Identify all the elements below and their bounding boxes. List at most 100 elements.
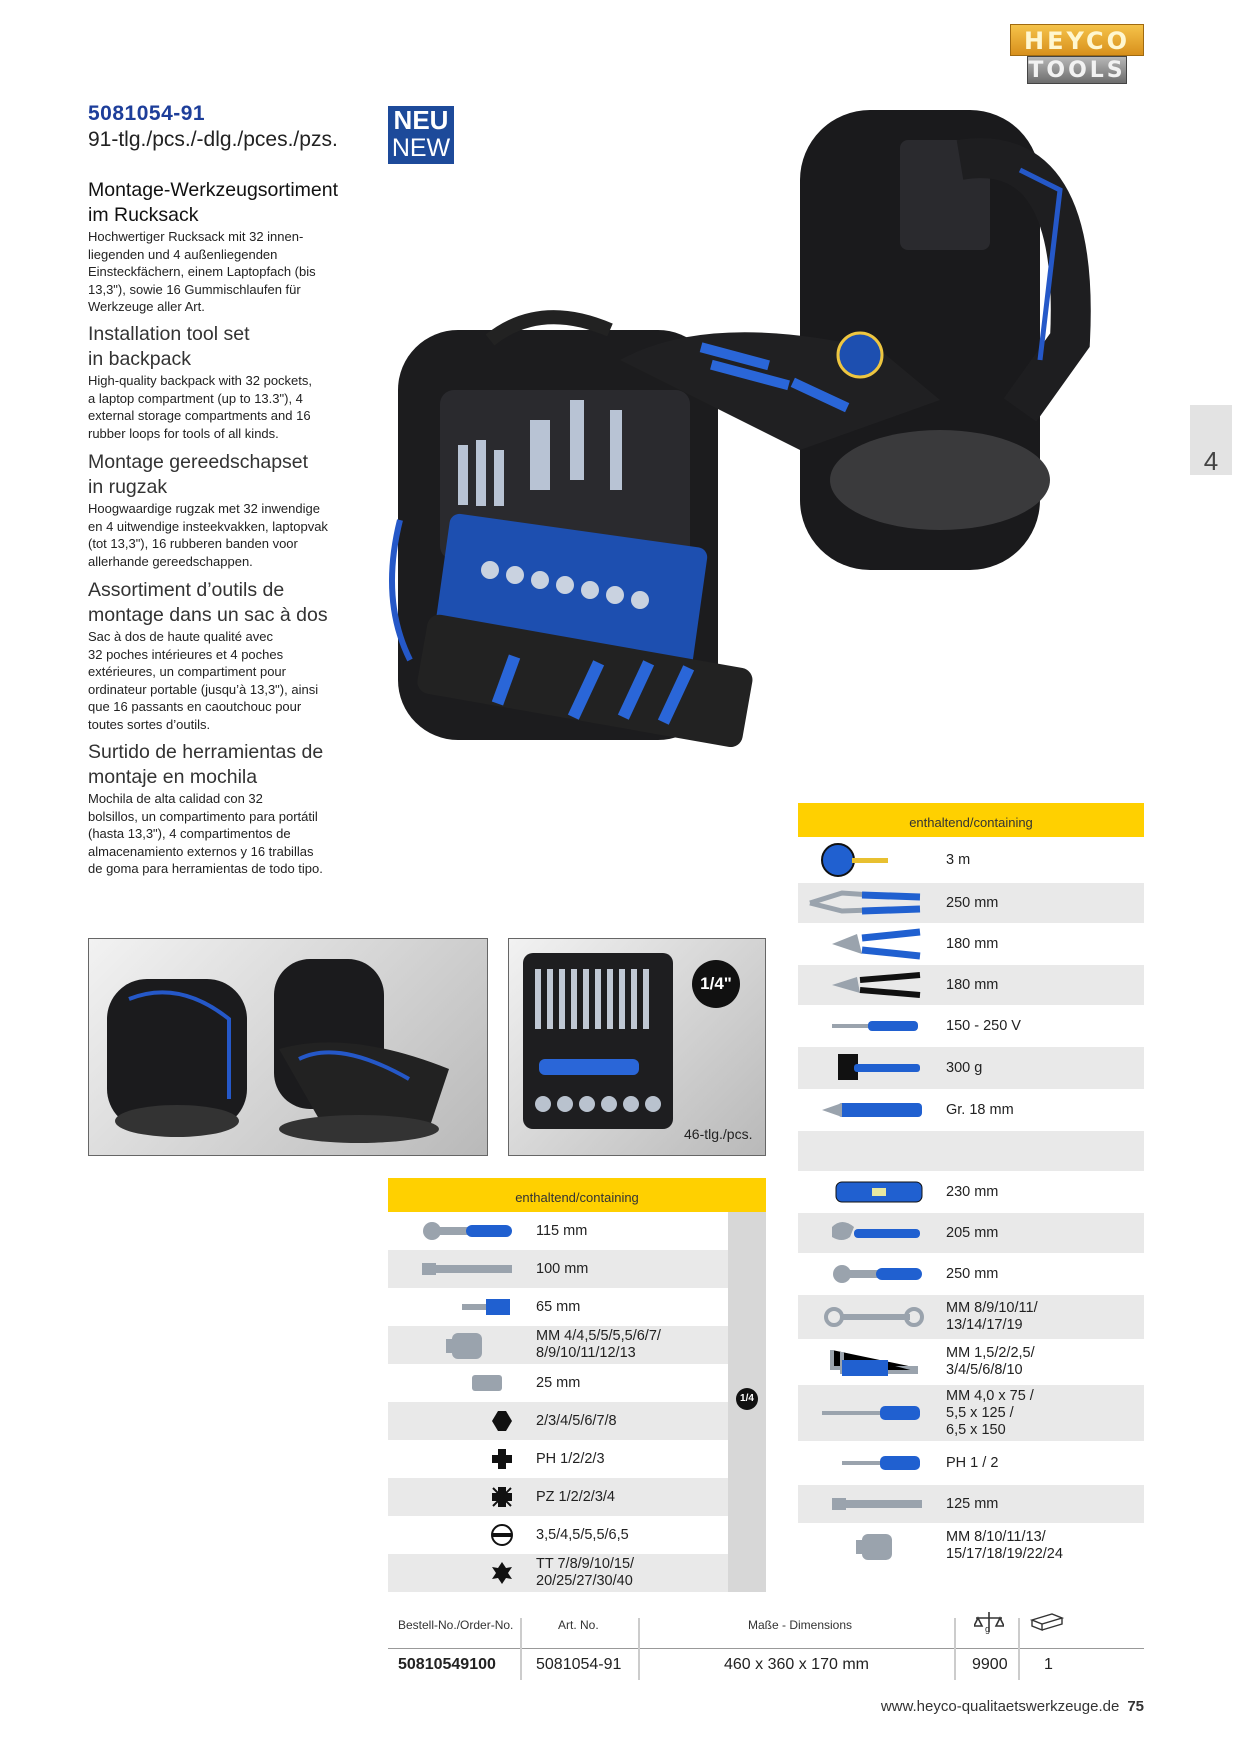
water-pump-pliers-icon — [809, 890, 921, 915]
right-table-header: enthaltend/containing — [798, 803, 1144, 837]
dimensions-header: Maße - Dimensions — [748, 1618, 853, 1632]
order-no-header: Bestell-No./Order-No. — [398, 1618, 514, 1632]
socket-set-pieces: 46-tlg./pcs. — [684, 1126, 753, 1142]
piece-count: 91-tlg./pcs./-dlg./pces./pzs. — [88, 128, 338, 151]
slotted-screwdriver-icon — [822, 1406, 920, 1420]
order-table: Bestell-No./Order-No. Art. No. Maße - Di… — [388, 1612, 1144, 1680]
combination-pliers-icon — [832, 928, 921, 960]
table-row: 230 mm — [798, 1171, 1144, 1213]
table-row: 65 mm — [388, 1288, 728, 1326]
description-text: Hoogwaardige rugzak met 32 inwendige en … — [88, 501, 328, 569]
row-text: 100 mm — [536, 1260, 589, 1277]
order-table-divider — [638, 1618, 640, 1680]
description-title: Montage-Werkzeugsortiment im Rucksack — [88, 179, 338, 226]
table-row: 250 mm — [798, 1253, 1144, 1295]
art-no: 5081054-91 — [536, 1656, 622, 1673]
website-url[interactable]: www.heyco-qualitaetswerkzeuge.de — [880, 1698, 1120, 1715]
table-row: Gr. 18 mm — [798, 1089, 1144, 1131]
table-row: MM 8/10/11/13/ 15/17/18/19/22/24 — [798, 1523, 1144, 1569]
row-text: 300 g — [946, 1059, 983, 1076]
page-number: 75 — [1127, 1698, 1144, 1715]
left-table-drive-badge: 1/4 — [736, 1388, 758, 1410]
backpack-exterior-illustration — [107, 959, 449, 1143]
article-number: 5081054-91 — [88, 102, 206, 125]
backpack-exterior-photo — [88, 938, 488, 1156]
table-row: 300 g — [798, 1047, 1144, 1089]
hammer-icon — [838, 1054, 920, 1080]
row-text: 150 - 250 V — [946, 1017, 1021, 1034]
table-row: MM 4/4,5/5/5,5/6/7/ 8/9/10/11/12/13 — [388, 1326, 728, 1364]
pozidriv-bit-icon — [492, 1487, 512, 1507]
cutter-knife-icon — [822, 1103, 922, 1117]
description-text: High-quality backpack with 32 pockets, a… — [88, 373, 313, 441]
pack-qty: 1 — [1044, 1656, 1053, 1673]
order-table-divider — [954, 1618, 956, 1680]
table-row: MM 4,0 x 75 / 5,5 x 125 / 6,5 x 150 — [798, 1385, 1144, 1441]
table-row: 115 mm — [388, 1212, 728, 1250]
weight: 9900 — [972, 1656, 1008, 1673]
spirit-level-icon — [835, 1181, 923, 1203]
dimensions: 460 x 360 x 170 mm — [724, 1656, 869, 1673]
table-row: MM 8/9/10/11/ 13/14/17/19 — [798, 1295, 1144, 1339]
row-text: MM 1,5/2/2,5/ 3/4/5/6/8/10 — [946, 1345, 1035, 1378]
description-text: Hochwertiger Rucksack mit 32 innen- lieg… — [88, 229, 316, 314]
bit-holder-icon — [462, 1299, 510, 1315]
table-row: 100 mm — [388, 1250, 728, 1288]
row-text: 180 mm — [946, 935, 999, 952]
row-text: 3,5/4,5/5,5/6,5 — [536, 1526, 629, 1543]
table-row: 250 mm — [798, 883, 1144, 923]
table-row — [798, 1131, 1144, 1171]
row-text: Gr. 18 mm — [946, 1101, 1014, 1118]
description-de: Montage-Werkzeugsortiment im Rucksack Ho… — [88, 178, 358, 316]
side-cutter-icon — [832, 972, 921, 998]
description-text: Sac à dos de haute qualité avec 32 poche… — [88, 629, 319, 732]
table-row: 3,5/4,5/5,5/6,5 — [388, 1516, 728, 1554]
description-title: Installation tool set in backpack — [88, 323, 250, 370]
package-icon — [1030, 1613, 1064, 1632]
table-row: PZ 1/2/2/3/4 — [388, 1478, 728, 1516]
description-en: Installation tool set in backpack High-q… — [88, 322, 358, 442]
order-table-divider — [520, 1618, 522, 1680]
row-text: PZ 1/2/2/3/4 — [536, 1488, 615, 1505]
row-text: PH 1 / 2 — [946, 1454, 999, 1471]
row-text: 230 mm — [946, 1183, 999, 1200]
page-footer: www.heyco-qualitaetswerkzeuge.de 75 — [881, 1698, 1144, 1715]
row-text: 205 mm — [946, 1224, 999, 1241]
ratchet-icon — [423, 1222, 512, 1240]
slotted-bit-icon — [491, 1524, 513, 1546]
table-row: 25 mm — [388, 1364, 728, 1402]
table-row: 150 - 250 V — [798, 1005, 1144, 1047]
tape-measure-icon — [821, 843, 888, 877]
row-text: PH 1/2/2/3 — [536, 1450, 605, 1467]
logo-heyco: HEYCO — [1010, 24, 1144, 56]
row-text: MM 8/10/11/13/ 15/17/18/19/22/24 — [946, 1529, 1063, 1562]
row-text: 65 mm — [536, 1298, 581, 1315]
order-table-rule — [388, 1648, 1144, 1649]
description-title: Assortiment d’outils de montage dans un … — [88, 579, 328, 626]
socket-set-illustration — [523, 953, 673, 1129]
table-row: PH 1/2/2/3 — [388, 1440, 728, 1478]
description-nl: Montage gereedschapset in rugzak Hoogwaa… — [88, 450, 358, 570]
row-text: 2/3/4/5/6/7/8 — [536, 1412, 617, 1429]
description-title: Surtido de herramientas de montaje en mo… — [88, 741, 324, 788]
badge-neu: NEU — [393, 105, 449, 135]
chapter-tab: 4 — [1190, 405, 1232, 476]
table-row: 2/3/4/5/6/7/8 — [388, 1402, 728, 1440]
extension-bar-icon — [422, 1263, 512, 1275]
table-row: MM 1,5/2/2,5/ 3/4/5/6/8/10 — [798, 1339, 1144, 1385]
order-no: 50810549100 — [398, 1656, 496, 1673]
table-row: 205 mm — [798, 1213, 1144, 1253]
row-text: MM 4,0 x 75 / 5,5 x 125 / 6,5 x 150 — [946, 1387, 1034, 1438]
table-row: 180 mm — [798, 923, 1144, 965]
bit-icon — [472, 1375, 502, 1391]
combination-wrench-icon — [824, 1307, 924, 1327]
weight-scale-icon — [974, 1612, 1004, 1632]
hex-bit-icon — [492, 1411, 512, 1431]
art-no-header: Art. No. — [558, 1618, 599, 1632]
table-row: PH 1 / 2 — [798, 1441, 1144, 1485]
description-title: Montage gereedschapset in rugzak — [88, 451, 309, 498]
table-row: TT 7/8/9/10/15/ 20/25/27/30/40 — [388, 1554, 728, 1592]
socket-icon — [856, 1534, 892, 1560]
row-text: MM 8/9/10/11/ 13/14/17/19 — [946, 1300, 1038, 1333]
